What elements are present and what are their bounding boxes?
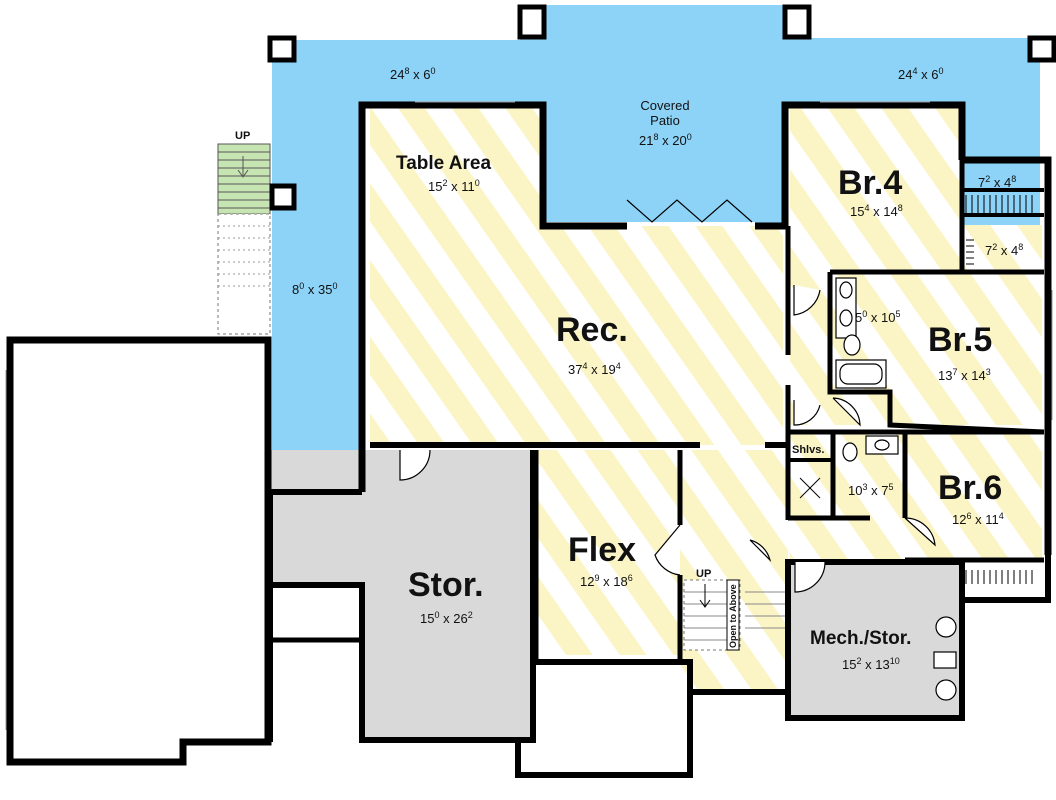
open-to-above-label: Open to Above: [728, 584, 738, 648]
rec-dims: 374 x 194: [568, 361, 621, 377]
door-swings: [399, 285, 936, 593]
living-floor: [370, 108, 1042, 693]
br4-label: Br.4: [838, 164, 903, 202]
br6-dims: 126 x 114: [952, 511, 1004, 527]
patio-side-dims: 80 x 350: [292, 281, 338, 297]
stor-dims: 150 x 262: [420, 610, 473, 626]
table-area-label: Table Area: [396, 153, 492, 174]
flex-dims: 129 x 186: [580, 573, 633, 589]
mech-equipment: [933, 616, 957, 701]
patio-right-dims: 244 x 60: [898, 66, 944, 82]
stor-label: Stor.: [408, 566, 484, 604]
storage-area: [270, 450, 962, 740]
interior-stair-up-label: UP: [696, 568, 712, 580]
br4-dims: 154 x 148: [850, 203, 903, 219]
mech-dims: 152 x 1310: [842, 656, 900, 672]
bath5-dims: 50 x 105: [855, 309, 901, 325]
walls: [6, 101, 1052, 778]
bath6-dims: 103 x 75: [848, 482, 894, 498]
flex-label: Flex: [568, 531, 637, 569]
br5-label: Br.5: [928, 321, 993, 359]
exterior-stair: [217, 143, 271, 335]
patio-left-dims: 248 x 60: [390, 66, 436, 82]
mech-label: Mech./Stor.: [810, 628, 912, 649]
table-area-dims: 152 x 110: [428, 178, 480, 194]
closet-shelving: [965, 195, 1033, 584]
covered-patio: [272, 5, 1040, 492]
windows: [5, 101, 1053, 730]
bath-fixtures: [835, 277, 899, 462]
bifold-door: [626, 199, 753, 223]
patio-posts: [267, 4, 1056, 211]
interior-stair: [683, 579, 785, 651]
exterior-stair-up-label: UP: [235, 130, 251, 142]
rec-label: Rec.: [556, 311, 628, 349]
br6-label: Br.6: [938, 469, 1003, 507]
shelves-label: Shlvs.: [792, 444, 825, 456]
closet4a-dims: 72 x 48: [978, 174, 1017, 190]
covered-patio-dims: 218 x 200: [639, 132, 692, 148]
br5-dims: 137 x 143: [938, 367, 991, 383]
closet4b-dims: 72 x 48: [985, 242, 1024, 258]
shelves-room-mark: [799, 477, 821, 499]
